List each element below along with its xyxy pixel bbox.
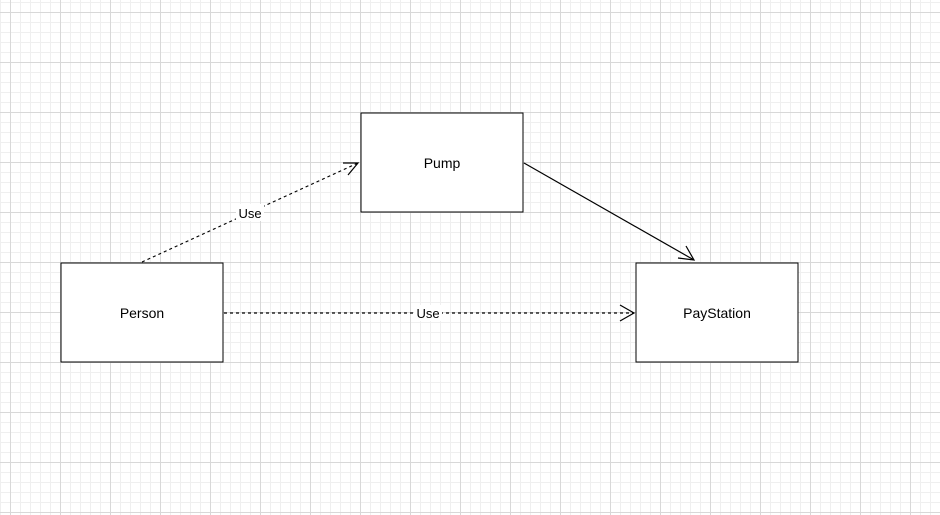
edge-person-to-pump[interactable]: Use — [141, 162, 360, 263]
node-label-paystation: PayStation — [683, 305, 751, 321]
open-arrowhead-icon — [343, 162, 360, 176]
open-arrowhead-icon — [677, 245, 696, 261]
node-paystation[interactable]: PayStation — [635, 262, 799, 363]
edge-label-person-pump: Use — [238, 206, 261, 221]
edge-person-to-paystation[interactable]: Use — [224, 304, 636, 322]
node-pump[interactable]: Pump — [360, 112, 524, 213]
edge-pump-to-paystation[interactable] — [523, 162, 696, 261]
node-label-pump: Pump — [424, 155, 461, 171]
edge-label-person-paystation: Use — [416, 306, 439, 321]
open-arrowhead-icon — [619, 304, 636, 322]
node-label-person: Person — [120, 305, 164, 321]
node-person[interactable]: Person — [60, 262, 224, 363]
